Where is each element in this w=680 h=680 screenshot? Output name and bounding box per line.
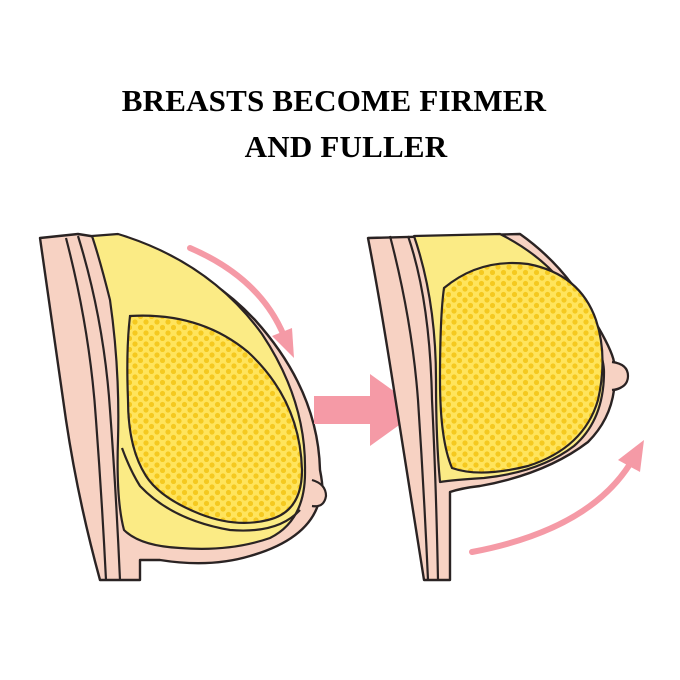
curved-down-arrow-icon (187, 245, 294, 358)
page-title: BREASTS BECOME FIRMER AND FULLER (0, 78, 680, 170)
curved-up-arrow-icon (469, 440, 644, 555)
left-fold-line (120, 447, 301, 532)
title-line-2: AND FULLER (244, 129, 448, 164)
right-chest-line (388, 235, 430, 581)
left-gland (126, 314, 304, 524)
title-line-1: BREASTS BECOME FIRMER (121, 83, 547, 118)
left-chest-line (64, 237, 108, 581)
right-chest-line-2 (406, 235, 440, 581)
breast-before-illustration (38, 232, 328, 582)
left-nipple (311, 478, 328, 508)
right-nipple (611, 360, 630, 392)
breast-after-illustration (366, 232, 630, 582)
right-gland (438, 261, 604, 474)
left-chest-line-2 (76, 235, 122, 581)
